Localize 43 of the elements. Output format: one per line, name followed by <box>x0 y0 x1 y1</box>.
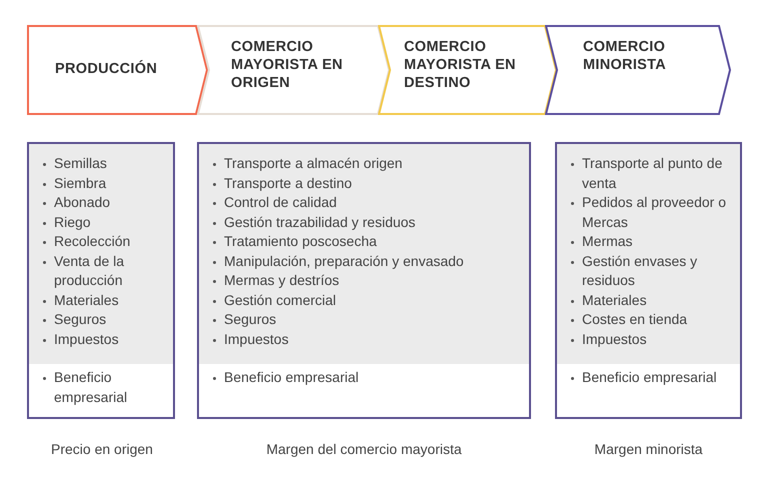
cost-item: Transporte a destino <box>213 174 521 193</box>
cost-item: Venta de la producción <box>43 252 165 290</box>
cost-box <box>197 142 531 419</box>
cost-item: Recolección <box>43 232 165 252</box>
cost-item: Materiales <box>43 290 165 310</box>
stage-header <box>378 25 557 115</box>
cost-item: Control de calidad <box>213 193 521 212</box>
cost-item: Mermas y destríos <box>213 271 521 290</box>
stage-header <box>545 25 731 115</box>
cost-item: Seguros <box>43 310 165 330</box>
cost-item: Pedidos al proveedor o Mercas <box>571 193 732 232</box>
cost-item: Transporte al punto de venta <box>571 154 732 193</box>
cost-box <box>555 142 742 419</box>
cost-item: Tratamiento poscosecha <box>213 232 521 252</box>
cost-item: Manipulación, preparación y envasado <box>213 252 521 271</box>
cost-item: Mermas <box>571 232 732 252</box>
stage-title: PRODUCCIÓN <box>55 60 158 78</box>
cost-item: Impuestos <box>43 330 165 349</box>
stage-title: COMERCIO MINORISTA <box>583 38 667 74</box>
cost-item: Riego <box>43 212 165 232</box>
stage-header <box>197 25 390 115</box>
cost-item: Abonado <box>43 193 165 212</box>
stage-title: COMERCIO MAYORISTA EN ORIGEN <box>231 38 344 92</box>
cost-item: Costes en tienda <box>571 310 732 330</box>
cost-item: Seguros <box>213 310 521 330</box>
cost-item: Materiales <box>571 290 732 310</box>
cost-item: Gestión envases y residuos <box>571 252 732 290</box>
box-caption: Margen del comercio mayorista <box>265 441 463 457</box>
profit-item: Beneficio empresarial <box>571 368 732 388</box>
cost-item: Gestión trazabilidad y residuos <box>213 212 521 232</box>
cost-item: Siembra <box>43 174 165 193</box>
profit-item: Beneficio empresarial <box>43 368 165 407</box>
stage-title: COMERCIO MAYORISTA EN DESTINO <box>404 38 517 92</box>
stage-header <box>27 25 208 115</box>
box-caption: Precio en origen <box>50 441 154 457</box>
cost-item: Semillas <box>43 154 165 174</box>
profit-item: Beneficio empresarial <box>213 368 521 388</box>
cost-item: Impuestos <box>213 330 521 349</box>
cost-item: Gestión comercial <box>213 290 521 310</box>
cost-box <box>27 142 175 419</box>
box-caption: Margen minorista <box>593 441 704 457</box>
cost-item: Impuestos <box>571 330 732 349</box>
cost-item: Transporte a almacén origen <box>213 154 521 174</box>
